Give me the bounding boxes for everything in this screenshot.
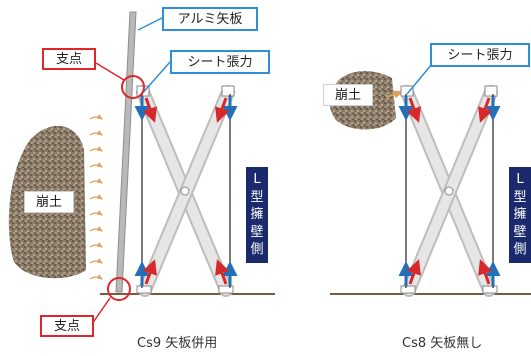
- label-fulcrum-bottom: 支点: [40, 315, 94, 337]
- fulcrum-circle-bottom: [107, 277, 131, 301]
- leader-aluminum: [137, 17, 163, 31]
- side-char: 壁: [513, 224, 527, 240]
- side-char: L: [516, 172, 524, 187]
- fulcrum-circle-top: [121, 75, 145, 99]
- leader-tension-left: [139, 61, 171, 97]
- label-fulcrum-top: 支点: [42, 48, 96, 70]
- label-aluminum-sheet-pile: アルミ矢板: [162, 7, 258, 31]
- side-char: 型: [250, 189, 264, 205]
- caption-left: Cs9 矢板併用: [137, 336, 218, 351]
- x-brace-right: [400, 85, 498, 297]
- label-sheet-tension-left: シート張力: [170, 50, 270, 74]
- side-label-l-wall-right: L 型 擁 壁 側: [509, 167, 531, 263]
- side-char: 側: [250, 242, 264, 258]
- leader-fulcrum-bottom: [91, 297, 111, 325]
- label-collapsed-soil-right: 崩土: [323, 84, 373, 106]
- side-char: 擁: [513, 207, 527, 223]
- leader-tension-right: [406, 63, 433, 95]
- side-char: L: [253, 172, 261, 187]
- side-char: 型: [513, 189, 527, 205]
- side-char: 擁: [250, 207, 264, 223]
- tension-arrows-left: [134, 96, 238, 286]
- aluminum-sheet-pile: [115, 11, 137, 293]
- leader-fulcrum-top: [95, 62, 125, 81]
- caption-right: Cs8 矢板無し: [402, 336, 483, 351]
- side-char: 壁: [250, 224, 264, 240]
- soil-push-arrow: [385, 90, 404, 99]
- label-sheet-tension-right: シート張力: [430, 43, 530, 67]
- side-label-l-wall-left: L 型 擁 壁 側: [246, 167, 268, 263]
- label-collapsed-soil-left: 崩土: [24, 191, 74, 213]
- tension-arrows-right: [398, 96, 501, 286]
- soil-pressure-arrows-left: [89, 114, 103, 280]
- side-char: 側: [513, 242, 527, 258]
